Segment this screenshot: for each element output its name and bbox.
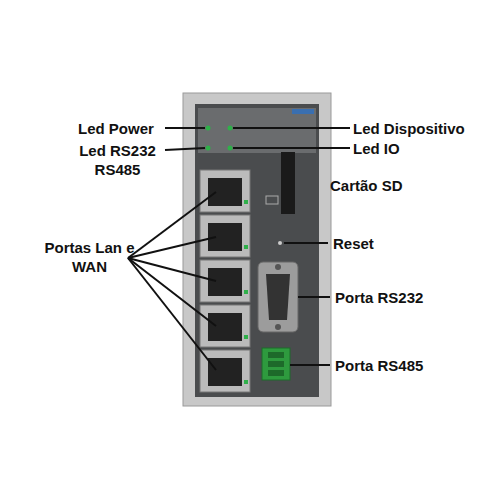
- led-power: [206, 126, 211, 131]
- led-serial: [206, 146, 211, 151]
- sd-slot: [281, 152, 295, 214]
- callout-label: Porta RS232: [335, 288, 475, 307]
- reset-button: [278, 241, 282, 245]
- led-device: [228, 126, 233, 131]
- sd-icon: [266, 196, 278, 204]
- callout-label: Reset: [333, 234, 433, 253]
- callout-label: Porta RS485: [335, 356, 475, 375]
- callout-label: Led Dispositivo: [353, 119, 493, 138]
- callout-label: Led Power: [78, 119, 178, 138]
- led-area: [198, 108, 316, 153]
- callout-label: Cartão SD: [330, 176, 450, 195]
- db9-connector: [258, 262, 298, 332]
- terminal-block: [262, 348, 290, 380]
- callout-label: Portas Lan e WAN: [42, 238, 137, 276]
- device-casing: [183, 93, 331, 406]
- callout-label: Led IO: [353, 139, 473, 158]
- callout-label: Led RS232 RS485: [70, 141, 165, 179]
- brand-mark: [292, 109, 314, 114]
- led-io: [228, 146, 233, 151]
- leader-lines: [128, 128, 350, 370]
